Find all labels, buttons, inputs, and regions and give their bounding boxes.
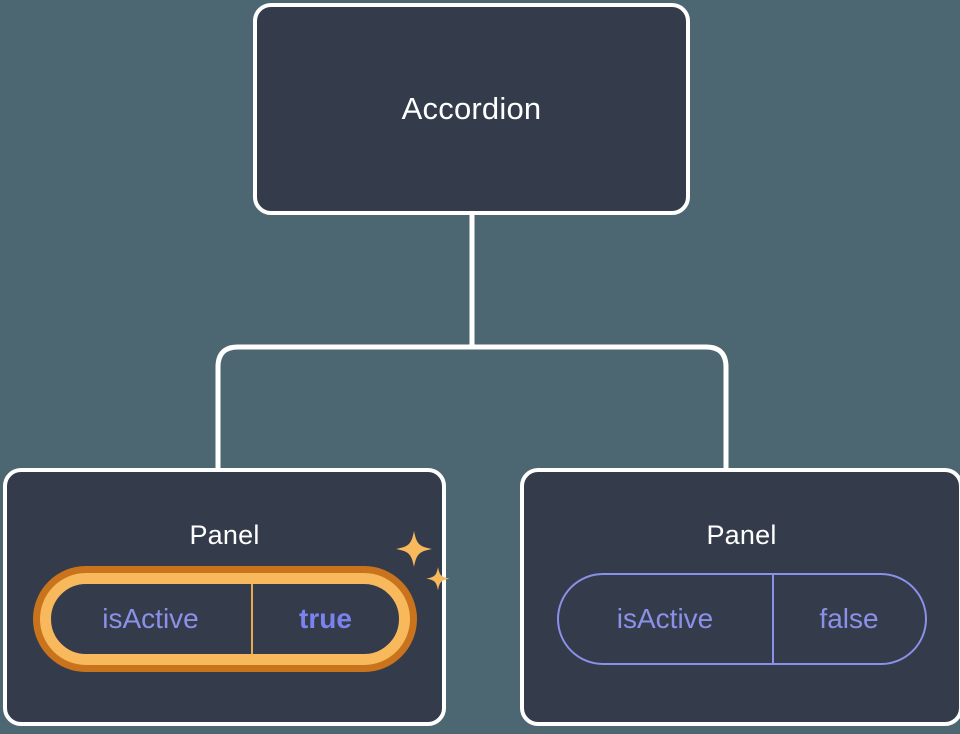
prop-value: false <box>771 575 925 663</box>
tree-node-panel-inactive[interactable]: Panel isActive false <box>520 468 960 726</box>
node-title: Accordion <box>401 91 542 126</box>
prop-pill-isactive-false[interactable]: isActive false <box>556 573 927 665</box>
prop-value: true <box>250 584 399 654</box>
prop-key: isActive <box>616 603 714 634</box>
tree-node-panel-active[interactable]: Panel isActive true <box>3 468 450 726</box>
node-title: Panel <box>706 520 777 550</box>
node-title: Panel <box>189 520 260 550</box>
prop-pill-wrapper: isActive true <box>39 531 450 665</box>
connector-branch <box>215 344 729 468</box>
tree-node-accordion[interactable]: Accordion <box>253 3 690 215</box>
prop-pill-wrapper: isActive false <box>556 573 927 665</box>
prop-pill-isactive-true[interactable]: isActive true <box>39 573 410 665</box>
prop-key: isActive <box>102 603 199 634</box>
